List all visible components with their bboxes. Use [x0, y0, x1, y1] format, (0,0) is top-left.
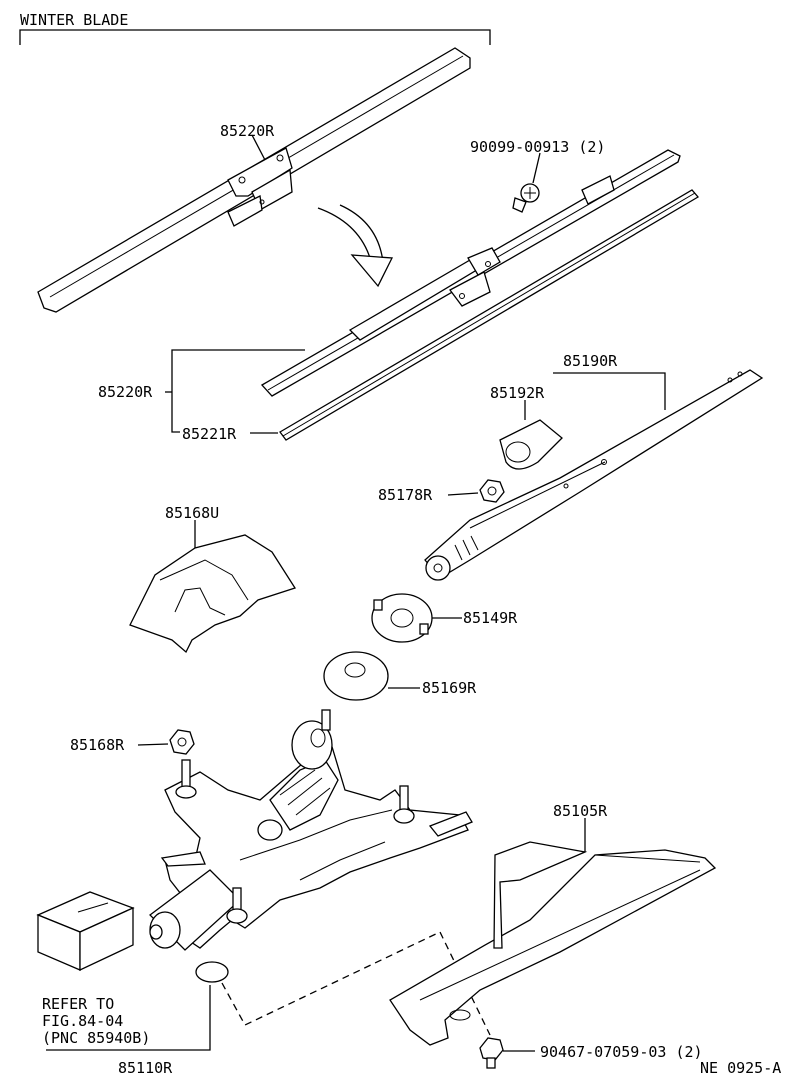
label-85110r: 85110R [118, 1059, 173, 1077]
label-90099-00913: 90099-00913 (2) [470, 138, 605, 156]
arm-cap [499, 419, 563, 470]
label-90467-07059-03: 90467-07059-03 (2) [540, 1043, 703, 1061]
label-85168r: 85168R [70, 736, 125, 754]
label-85192r: 85192R [490, 384, 545, 402]
arrow-icon [317, 204, 394, 288]
winter-blade-bracket [19, 29, 491, 45]
nut-85168r-icon [169, 729, 195, 755]
motor-bracket [389, 841, 717, 1046]
label-85105r: 85105R [553, 802, 608, 820]
refer-note-line2: FIG.84-04 [42, 1012, 123, 1030]
label-85221r: 85221R [182, 425, 237, 443]
bolt-icon [479, 1037, 504, 1069]
motor-cover [129, 534, 297, 654]
label-85178r: 85178R [378, 486, 433, 504]
label-85149r: 85149R [463, 609, 518, 627]
screw-icon [512, 183, 540, 213]
figure-code: NE 0925-A [700, 1059, 781, 1077]
label-85220r: 85220R [98, 383, 153, 401]
label-85220r-winter: 85220R [220, 122, 275, 140]
wiper-blade [260, 149, 681, 397]
washer-85149r [371, 593, 433, 643]
refer-note-line1: REFER TO [42, 995, 114, 1013]
refer-note-line3: (PNC 85940B) [42, 1029, 150, 1047]
nut-icon [479, 479, 505, 503]
label-85168u: 85168U [165, 504, 219, 522]
label-85169r: 85169R [422, 679, 477, 697]
blade-rubber [279, 189, 699, 441]
label-85190r: 85190R [563, 352, 618, 370]
wiper-arm [424, 369, 764, 581]
relay-box [36, 891, 135, 972]
washer-85169r [323, 651, 389, 701]
winter-blade [37, 47, 471, 313]
section-title: WINTER BLADE [20, 11, 128, 29]
wiper-motor-assembly [149, 709, 473, 983]
